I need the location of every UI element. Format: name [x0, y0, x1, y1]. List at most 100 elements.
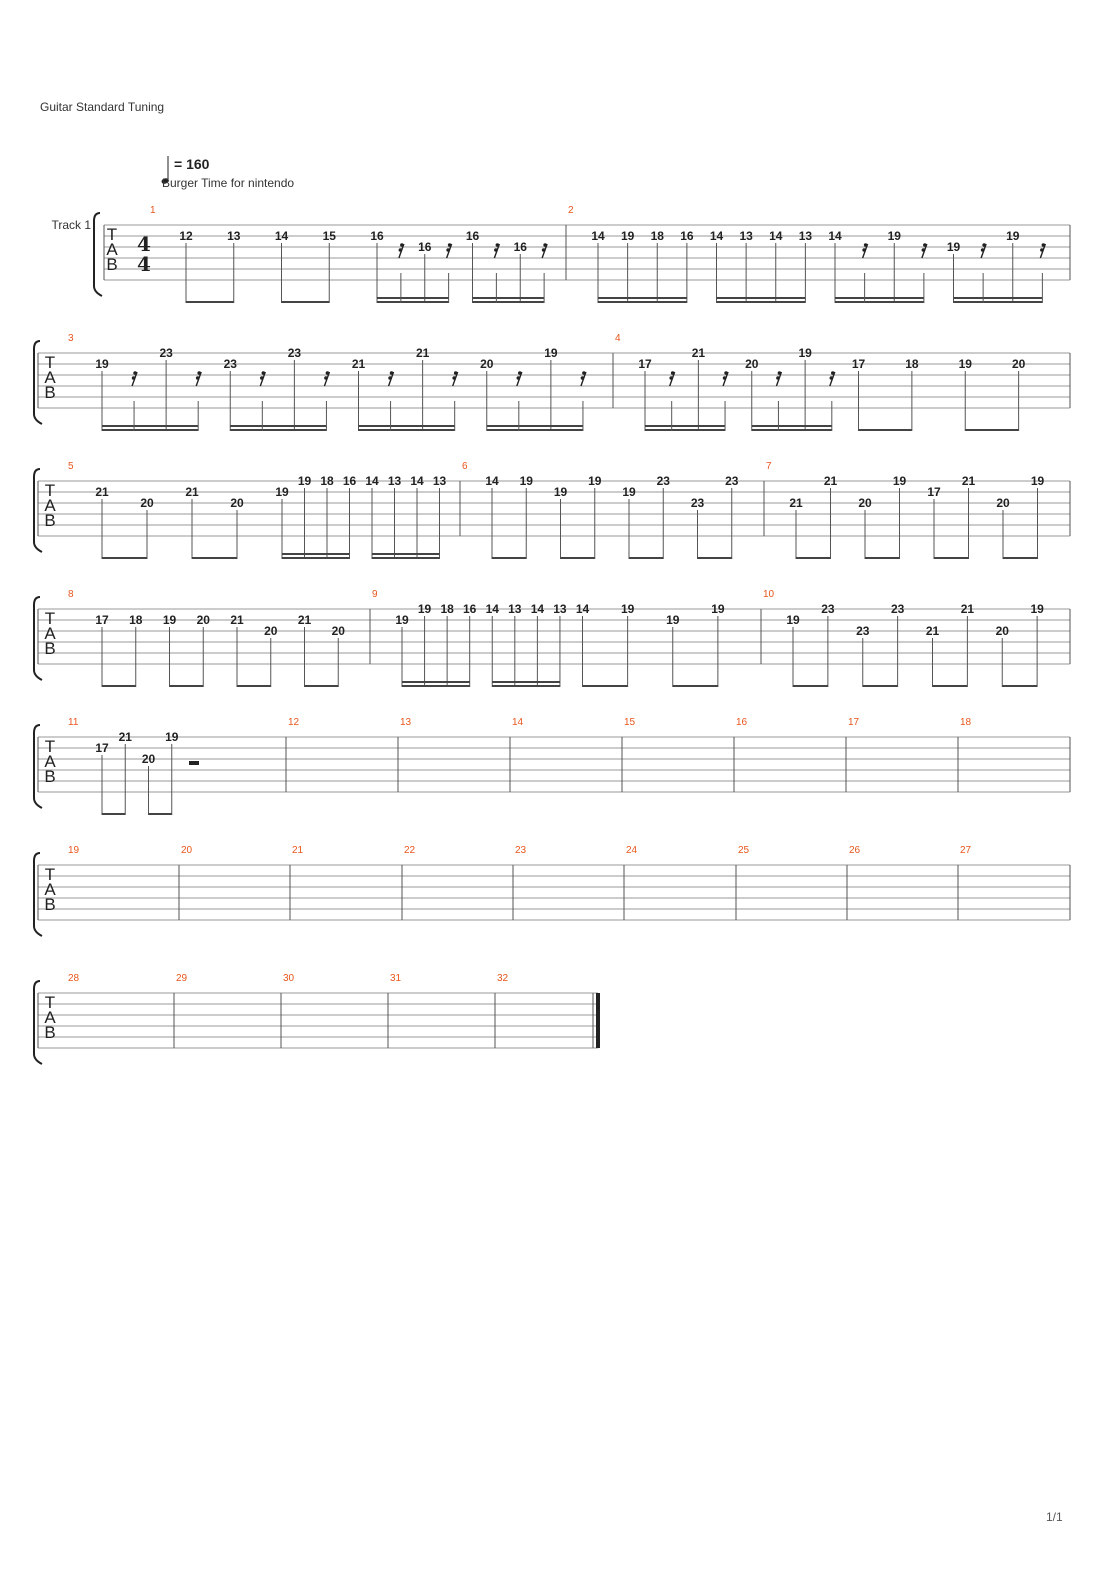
- measure-number: 2: [568, 205, 574, 216]
- fret-number: 18: [320, 474, 334, 488]
- beam: [672, 685, 718, 687]
- beam: [965, 429, 1019, 431]
- fret-number: 19: [588, 474, 602, 488]
- beam: [629, 557, 664, 559]
- rest-dot: [195, 376, 200, 380]
- beam: [402, 685, 470, 687]
- rest-dot: [518, 371, 522, 375]
- measure-number: 5: [68, 461, 74, 472]
- fret-number: 16: [370, 229, 384, 243]
- fret-number: 21: [962, 474, 976, 488]
- fret-number: 19: [1006, 229, 1020, 243]
- beam: [186, 301, 234, 303]
- track-name-label: Track 1: [51, 218, 91, 232]
- measure-number: 9: [372, 589, 378, 600]
- fret-number: 20: [230, 496, 244, 510]
- beam: [716, 301, 806, 303]
- fret-number: 19: [544, 346, 558, 360]
- rest-dot: [541, 248, 546, 252]
- fret-number: 14: [576, 602, 590, 616]
- beam: [372, 553, 440, 555]
- fret-number: 19: [947, 240, 961, 254]
- fret-number: 19: [275, 485, 289, 499]
- fret-number: 14: [275, 229, 289, 243]
- fret-number: 21: [416, 346, 430, 360]
- rest-dot: [724, 371, 728, 375]
- tab-clef-letter: T: [107, 225, 117, 244]
- system-bracket: [33, 980, 43, 1065]
- beam: [751, 425, 832, 427]
- rest-dot: [400, 243, 404, 247]
- fret-number: 19: [666, 613, 680, 627]
- beam: [751, 429, 832, 431]
- tab-clef-letter: T: [45, 737, 55, 756]
- measure-number: 24: [626, 845, 638, 856]
- rest-dot: [1041, 243, 1046, 247]
- fret-number: 19: [1030, 602, 1044, 616]
- fret-number: 19: [888, 229, 902, 243]
- beam: [282, 557, 350, 559]
- fret-number: 19: [95, 357, 109, 371]
- beam: [598, 297, 687, 299]
- fret-number: 20: [142, 752, 156, 766]
- fret-number: 17: [95, 613, 109, 627]
- rest-dot: [261, 371, 266, 375]
- rest-dot: [670, 371, 675, 375]
- half-rest-icon: [189, 761, 199, 765]
- fret-number: 21: [230, 613, 244, 627]
- beam: [865, 557, 900, 559]
- fret-number: 19: [298, 474, 312, 488]
- beam: [492, 557, 527, 559]
- measure-number: 4: [615, 333, 621, 344]
- beam: [858, 429, 912, 431]
- measure-number: 19: [68, 845, 80, 856]
- rest-dot: [776, 376, 780, 380]
- beam: [835, 301, 924, 303]
- fret-number: 14: [828, 229, 842, 243]
- rest-dot: [133, 371, 137, 375]
- fret-number: 14: [485, 474, 499, 488]
- tab-clef-letter: A: [44, 624, 56, 643]
- beam: [192, 557, 237, 559]
- beam: [1002, 685, 1038, 687]
- tuning-label: Guitar Standard Tuning: [40, 100, 165, 114]
- quarter-note-icon: [161, 156, 169, 184]
- rest-dot: [923, 243, 927, 247]
- measure-number: 14: [512, 717, 524, 728]
- measure-number: 20: [181, 845, 193, 856]
- measure-number: 30: [283, 973, 295, 984]
- beam: [486, 425, 583, 427]
- measure-number: 21: [292, 845, 304, 856]
- measure-number: 16: [736, 717, 748, 728]
- beam: [102, 685, 136, 687]
- measure-number: 12: [288, 717, 300, 728]
- measure-number: 13: [400, 717, 412, 728]
- fret-number: 20: [264, 624, 278, 638]
- fret-number: 21: [961, 602, 975, 616]
- beam: [372, 557, 440, 559]
- page-number: 1/1: [1046, 1510, 1063, 1524]
- rest-dot: [863, 243, 868, 247]
- system-bracket: [33, 468, 43, 553]
- tab-clef-letter: B: [44, 1023, 55, 1042]
- beam: [102, 429, 199, 431]
- rest-dot: [197, 371, 201, 375]
- fret-number: 19: [395, 613, 409, 627]
- rest-dot: [398, 248, 403, 252]
- fret-number: 23: [725, 474, 739, 488]
- fret-number: 17: [927, 485, 941, 499]
- measure-number: 27: [960, 845, 972, 856]
- measure-number: 7: [766, 461, 772, 472]
- beam: [953, 301, 1043, 303]
- rest-dot: [831, 371, 835, 375]
- beam: [796, 557, 831, 559]
- tab-clef-letter: T: [45, 993, 55, 1012]
- fret-number: 20: [1012, 357, 1026, 371]
- rest-dot: [453, 371, 458, 375]
- fret-number: 23: [288, 346, 302, 360]
- fret-number: 12: [179, 229, 193, 243]
- fret-number: 13: [799, 229, 813, 243]
- rest-dot: [447, 243, 452, 247]
- fret-number: 20: [332, 624, 346, 638]
- measure-number: 10: [763, 589, 775, 600]
